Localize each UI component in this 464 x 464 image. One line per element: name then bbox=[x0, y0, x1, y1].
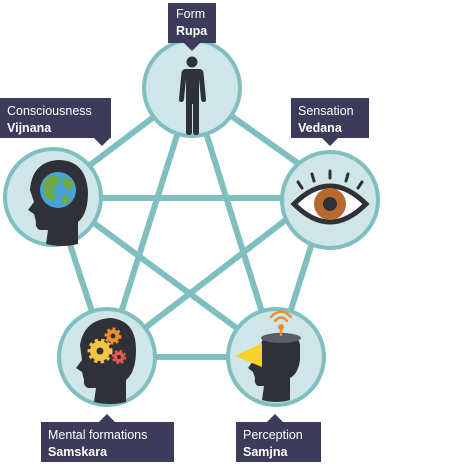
label-sensation: Sensation Vedana bbox=[291, 98, 369, 146]
head-signal-icon bbox=[235, 310, 301, 402]
human-figure-icon bbox=[178, 56, 207, 135]
node-perception bbox=[226, 307, 326, 407]
label-pali: Samjna bbox=[243, 445, 289, 459]
label-pali: Rupa bbox=[176, 24, 208, 38]
node-sensation bbox=[280, 150, 380, 250]
label-pointer bbox=[322, 138, 338, 146]
label-english: Consciousness bbox=[7, 104, 92, 118]
label-box bbox=[168, 3, 216, 43]
label-pointer bbox=[184, 43, 200, 51]
head-gears-icon bbox=[76, 318, 136, 404]
label-box bbox=[41, 422, 174, 462]
label-english: Sensation bbox=[298, 104, 354, 118]
label-english: Perception bbox=[243, 428, 303, 442]
label-pali: Vijnana bbox=[7, 121, 52, 135]
eye-icon bbox=[290, 169, 370, 225]
label-pointer bbox=[99, 414, 115, 422]
label-perception: Perception Samjna bbox=[236, 414, 321, 462]
label-pointer bbox=[94, 138, 110, 146]
label-pali: Samskara bbox=[48, 445, 108, 459]
label-box bbox=[0, 98, 111, 138]
node-form bbox=[142, 38, 242, 138]
head-globe-icon bbox=[28, 160, 88, 246]
label-consciousness: Consciousness Vijnana bbox=[0, 98, 111, 146]
label-mental-formations: Mental formations Samskara bbox=[41, 414, 174, 462]
node-mental-formations bbox=[57, 307, 157, 407]
node-consciousness bbox=[3, 147, 103, 247]
label-english: Mental formations bbox=[48, 428, 147, 442]
label-pointer bbox=[267, 414, 283, 422]
label-english: Form bbox=[176, 7, 205, 21]
label-pali: Vedana bbox=[298, 121, 343, 135]
label-form: Form Rupa bbox=[168, 3, 216, 51]
label-box bbox=[291, 98, 369, 138]
label-box bbox=[236, 422, 321, 462]
